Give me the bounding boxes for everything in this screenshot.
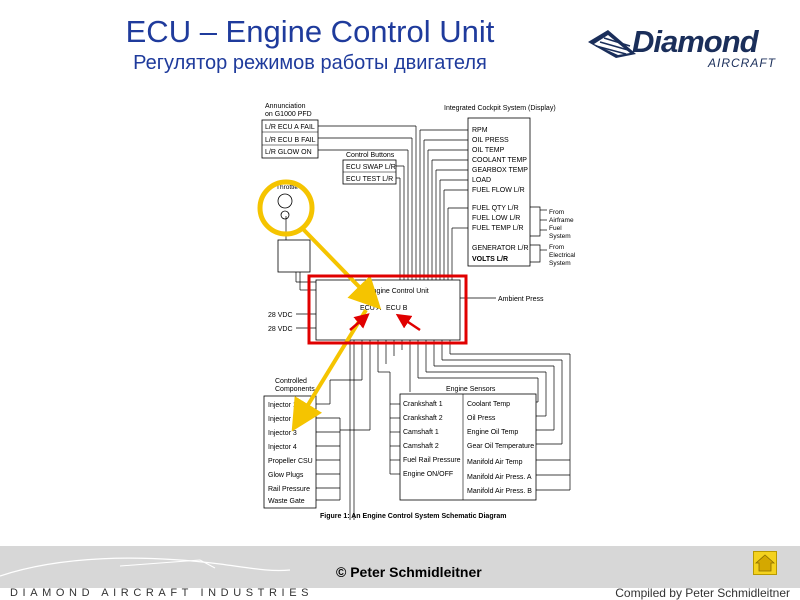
controlled-item: Glow Plugs bbox=[268, 472, 304, 479]
controlled-item: Rail Pressure bbox=[268, 486, 310, 493]
ecu-title: Engine Control Unit bbox=[368, 288, 429, 295]
sensor-item: Manifold Air Press. B bbox=[467, 488, 532, 495]
logo-subtitle: AIRCRAFT bbox=[708, 56, 776, 70]
annunciation-heading-2: on G1000 PFD bbox=[265, 111, 312, 118]
ecu-b-label: ECU B bbox=[386, 305, 408, 312]
annunciation-box bbox=[261, 119, 319, 159]
footer-bar bbox=[0, 546, 800, 588]
ecu-b-pointer-arrow bbox=[395, 313, 421, 332]
sensor-item: Engine ON/OFF bbox=[403, 471, 453, 478]
ics-item: RPM bbox=[472, 127, 488, 134]
figure-caption: Figure 1: An Engine Control System Schem… bbox=[320, 513, 506, 520]
from-fuel-label: System bbox=[549, 233, 571, 240]
ecu-box bbox=[315, 279, 461, 341]
ics-box bbox=[467, 117, 531, 267]
annunciation-heading-1: Annunciation bbox=[265, 103, 306, 110]
throttle-sensor-box bbox=[277, 239, 311, 273]
throttle-label: Throttle bbox=[276, 184, 298, 191]
sensor-item: Coolant Temp bbox=[467, 401, 510, 408]
throttle-highlight-circle bbox=[257, 179, 315, 237]
from-fuel-label: Fuel bbox=[549, 225, 562, 232]
ics-heading: Integrated Cockpit System (Display) bbox=[444, 105, 556, 112]
from-electrical-label: From bbox=[549, 244, 564, 251]
engine-control-schematic: Annunciation on G1000 PFD L/R ECU A FAIL… bbox=[257, 103, 576, 520]
diamond-aircraft-logo: Diamond AIRCRAFT bbox=[586, 24, 782, 74]
annunciation-item: L/R ECU A FAIL bbox=[265, 124, 315, 131]
control-buttons-heading: Control Buttons bbox=[346, 152, 395, 159]
ics-item: GENERATOR L/R bbox=[472, 245, 529, 252]
annunciation-item: L/R GLOW ON bbox=[265, 149, 312, 156]
page-title: ECU – Engine Control Unit bbox=[125, 14, 495, 49]
vdc-label: 28 VDC bbox=[268, 312, 293, 319]
controlled-item: Waste Gate bbox=[268, 498, 305, 505]
sensor-item: Gear Oil Temperature bbox=[467, 443, 534, 450]
sensors-heading: Engine Sensors bbox=[446, 386, 496, 393]
controlled-item: Injector 3 bbox=[268, 430, 297, 437]
throttle-knob bbox=[277, 193, 293, 209]
sensors-box bbox=[399, 393, 537, 501]
sensor-item: Fuel Rail Pressure bbox=[403, 457, 461, 464]
throttle-to-ecu-arrow bbox=[300, 226, 382, 310]
ics-item: FUEL QTY L/R bbox=[472, 205, 519, 212]
controlled-heading: Controlled bbox=[275, 378, 307, 385]
controlled-heading: Components bbox=[275, 386, 315, 393]
controlled-item: Propeller CSU bbox=[268, 458, 313, 465]
control-button-item: ECU SWAP L/R bbox=[346, 164, 396, 171]
footer-compiled-by: Compiled by Peter Schmidleitner bbox=[615, 586, 790, 600]
home-icon bbox=[754, 554, 776, 572]
ics-item: COOLANT TEMP bbox=[472, 157, 527, 164]
home-button[interactable] bbox=[753, 551, 777, 575]
from-fuel-label: Airframe bbox=[549, 217, 574, 224]
annunciation-item: L/R ECU B FAIL bbox=[265, 137, 316, 144]
page-subtitle: Регулятор режимов работы двигателя bbox=[133, 52, 487, 74]
controlled-item: Injector 1 bbox=[268, 402, 297, 409]
sensor-item: Crankshaft 2 bbox=[403, 415, 443, 422]
vdc-label: 28 VDC bbox=[268, 326, 293, 333]
control-button-item: ECU TEST L/R bbox=[346, 176, 393, 183]
ics-item: OIL PRESS bbox=[472, 137, 509, 144]
ics-item: GEARBOX TEMP bbox=[472, 167, 528, 174]
sensor-item: Engine Oil Temp bbox=[467, 429, 518, 436]
footer-copyright: © Peter Schmidleitner bbox=[336, 564, 482, 580]
diamond-logo-mark-icon bbox=[588, 30, 636, 58]
ics-item: VOLTS L/R bbox=[472, 256, 508, 263]
ecu-a-pointer-arrow bbox=[349, 313, 370, 331]
footer-company-name: DIAMOND AIRCRAFT INDUSTRIES bbox=[10, 587, 314, 599]
controlled-item: Injector 4 bbox=[268, 444, 297, 451]
controlled-item: Injector 2 bbox=[268, 416, 297, 423]
ics-item: FUEL LOW L/R bbox=[472, 215, 520, 222]
from-fuel-label: From bbox=[549, 209, 564, 216]
from-electrical-label: System bbox=[549, 260, 571, 267]
logo-wordmark: Diamond bbox=[632, 24, 759, 59]
ambient-press-label: Ambient Press bbox=[498, 296, 544, 303]
ics-item: FUEL TEMP L/R bbox=[472, 225, 524, 232]
sensor-item: Manifold Air Temp bbox=[467, 459, 523, 466]
controlled-box bbox=[263, 395, 317, 509]
from-electrical-label: Electrical bbox=[549, 252, 576, 259]
sensor-item: Camshaft 2 bbox=[403, 443, 439, 450]
ics-item: OIL TEMP bbox=[472, 147, 505, 154]
ics-item: LOAD bbox=[472, 177, 491, 184]
sensor-item: Crankshaft 1 bbox=[403, 401, 443, 408]
footer-swoosh-decoration bbox=[0, 557, 291, 577]
ecu-highlight-box bbox=[307, 274, 468, 345]
sensor-item: Camshaft 1 bbox=[403, 429, 439, 436]
sensor-item: Oil Press bbox=[467, 415, 496, 422]
sensor-item: Manifold Air Press. A bbox=[467, 474, 532, 481]
ics-item: FUEL FLOW L/R bbox=[472, 187, 525, 194]
